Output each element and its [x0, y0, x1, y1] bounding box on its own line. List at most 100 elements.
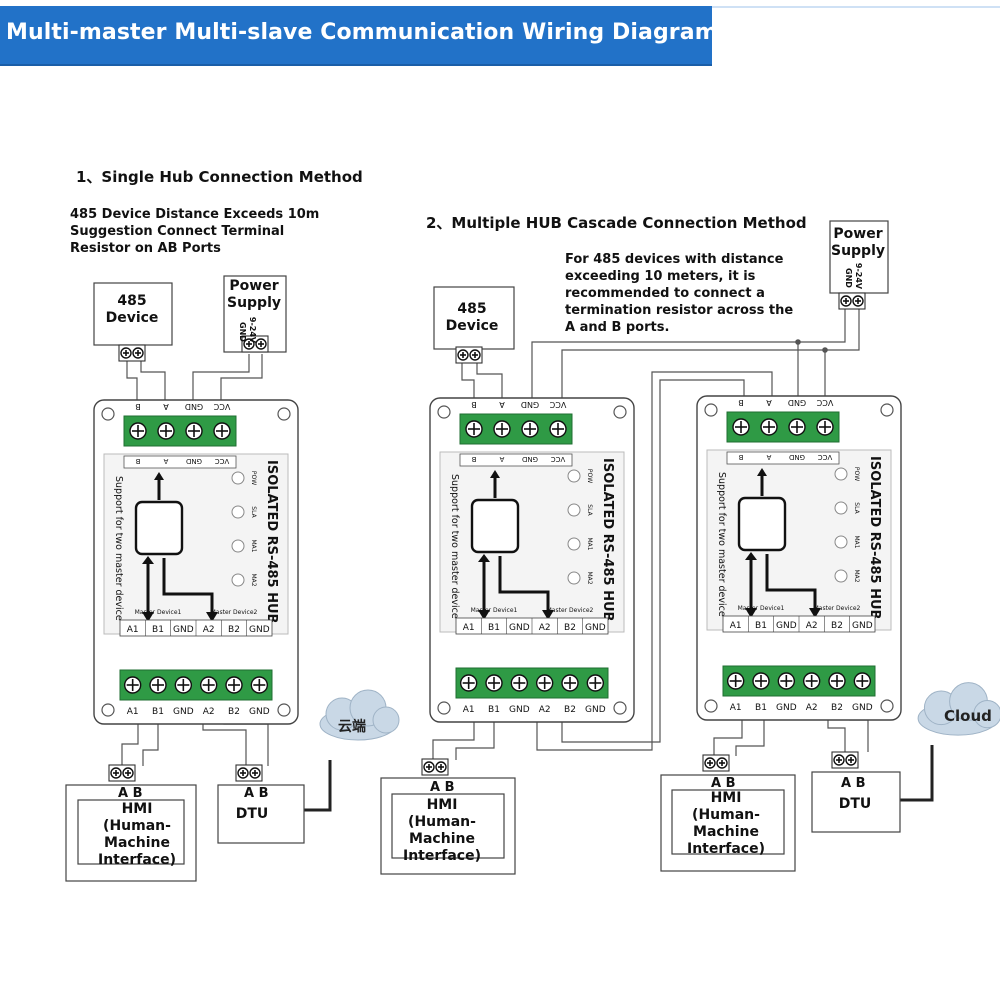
bottom-terminal-label: B2 — [564, 623, 576, 633]
bottom-terminal-block — [722, 665, 876, 697]
bottom-terminal-outer-label: B2 — [564, 705, 576, 715]
terminal-label: B — [135, 402, 141, 411]
bottom-terminal-outer-label: GND — [585, 705, 606, 715]
bottom-terminal-label: A2 — [203, 625, 215, 635]
hub-subtitle: Support for two master device — [449, 474, 460, 619]
bottom-terminal-outer-label: A1 — [127, 707, 139, 717]
led-label: MA1 — [250, 539, 257, 552]
led-label: POW — [586, 469, 593, 483]
terminal-label: A — [163, 402, 169, 411]
bottom-terminal-label: B1 — [488, 623, 500, 633]
hub-title: ISOLATED RS-485 HUB — [264, 460, 279, 623]
bottom-terminal-label: GND — [776, 621, 797, 631]
arrow-bend-icon — [765, 554, 817, 614]
bottom-terminal-outer-label: B2 — [228, 707, 240, 717]
master-device-label: Master Device1 — [738, 605, 785, 612]
power-gnd-label: GND — [844, 268, 853, 288]
power-voltage-label: 9-24V — [854, 263, 863, 290]
hmi-screen-3 — [671, 789, 785, 855]
led-label: MA1 — [853, 535, 860, 548]
inner-label-strip — [726, 451, 840, 465]
led-indicator-icon — [834, 535, 848, 549]
hub-title: ISOLATED RS-485 HUB — [867, 456, 882, 619]
terminal-label: B — [738, 398, 744, 407]
bottom-terminal-outer-label: GND — [776, 703, 797, 713]
led-label: MA2 — [853, 569, 860, 582]
cloud-icon-1 — [319, 689, 400, 741]
arrow-head — [154, 472, 164, 480]
isolator-chip — [134, 500, 184, 556]
bottom-terminal-label: B2 — [228, 625, 240, 635]
inner-label-strip — [459, 453, 573, 467]
bottom-terminal-outer-label: A1 — [463, 705, 475, 715]
led-indicator-icon — [567, 469, 581, 483]
terminal-label: VCC — [549, 400, 566, 409]
mount-hole-icon — [101, 703, 115, 717]
mount-hole-icon — [704, 403, 718, 417]
cloud-icon-2 — [917, 682, 1000, 736]
master-device-label: Master Device1 — [471, 607, 518, 614]
mount-hole-icon — [101, 407, 115, 421]
inner-terminal-label: A — [766, 453, 771, 461]
bottom-terminal-label: A1 — [730, 621, 742, 631]
power-gnd-label: GND — [238, 322, 247, 342]
inner-terminal-label: B — [738, 453, 743, 461]
inner-terminal-label: B — [471, 455, 476, 463]
cloud-part — [973, 699, 1000, 729]
inner-terminal-label: GND — [789, 453, 805, 461]
cloud-label-2: Cloud — [944, 707, 992, 725]
led-indicator-icon — [567, 571, 581, 585]
led-indicator-icon — [567, 537, 581, 551]
bottom-terminal-outer-label: A2 — [539, 705, 551, 715]
section2-note: For 485 devices with distance exceeding … — [565, 252, 794, 335]
led-indicator-icon — [231, 539, 245, 553]
bottom-terminal-label: A2 — [806, 621, 818, 631]
bottom-terminal-label: GND — [852, 621, 873, 631]
device-connector-2 — [455, 346, 483, 364]
cloud-part — [372, 706, 400, 734]
arrow-head — [478, 610, 490, 620]
arrow-bend-icon — [498, 556, 550, 616]
arrow-head — [142, 556, 154, 564]
led-label: SLA — [853, 502, 860, 514]
isolator-chip — [470, 498, 520, 554]
led-indicator-icon — [231, 505, 245, 519]
led-label: MA2 — [586, 571, 593, 584]
dtu-label-1: DTU — [235, 806, 269, 822]
mount-hole-icon — [277, 703, 291, 717]
bottom-terminal-outer-label: B1 — [152, 707, 164, 717]
bottom-terminal-label: GND — [509, 623, 530, 633]
led-label: SLA — [250, 506, 257, 518]
led-indicator-icon — [231, 573, 245, 587]
ab-label-5: A B — [841, 776, 866, 791]
hub-title: ISOLATED RS-485 HUB — [600, 458, 615, 621]
bottom-terminal-outer-label: A1 — [730, 703, 742, 713]
mount-hole-icon — [880, 403, 894, 417]
dtu-label-2: DTU — [838, 796, 872, 812]
bottom-terminal-label: A1 — [463, 623, 475, 633]
mount-hole-icon — [437, 405, 451, 419]
bottom-terminal-label: B1 — [152, 625, 164, 635]
dtu-connector-1 — [235, 764, 263, 782]
dtu-box-2 — [811, 771, 901, 833]
led-label: POW — [250, 471, 257, 485]
bottom-terminal-block — [119, 669, 273, 701]
hmi-screen-2 — [391, 793, 505, 859]
section1-heading: 1、Single Hub Connection Method — [76, 168, 363, 186]
bottom-terminal-outer-label: GND — [509, 705, 530, 715]
hmi-connector-2 — [421, 758, 449, 776]
bottom-terminal-outer-label: B1 — [488, 705, 500, 715]
pcb-panel — [439, 451, 625, 633]
bottom-terminal-outer-label: A2 — [203, 707, 215, 717]
arrow-head — [757, 468, 767, 476]
bottom-terminal-label: A2 — [539, 623, 551, 633]
terminal-label: A — [499, 400, 505, 409]
power-voltage-label: 9-24V — [248, 317, 257, 344]
page-title: Multi-master Multi-slave Communication W… — [6, 20, 718, 45]
